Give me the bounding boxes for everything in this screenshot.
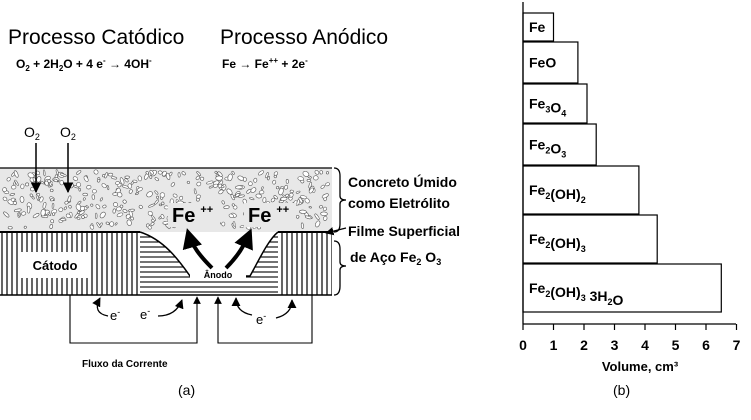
caption-b: (b) [613,382,630,398]
electron-label-1: e- [110,307,120,323]
film-label-line1: Filme Superficial [348,223,460,239]
volume-bar-chart: FeFeOFe3O4Fe2O3Fe2(OH)2Fe2(OH)3Fe2(OH)3 … [519,2,741,398]
electron-label-2: e- [140,306,150,322]
corrosion-diagram: Processo Catódico Processo Anódico O2 + … [0,26,460,398]
x-tick-label-4: 4 [641,337,649,353]
film-label-line2: de Aço Fe2 O3 [350,249,441,267]
chart-x-axis-label: Volume, cm³ [602,359,679,374]
x-tick-label-6: 6 [702,337,710,353]
current-flow-label: Fluxo da Corrente [82,359,168,370]
oxygen-label-2: O2 [60,124,76,142]
cathodic-process-title: Processo Catódico [8,26,184,49]
current-flow-circuit: Fluxo da Corrente [70,295,312,370]
layer-labels: Concreto Úmido como Eletrólito Filme Sup… [326,168,460,295]
electron-flow: e- e- e- [97,298,292,327]
electron-label-3: e- [256,311,266,327]
anodic-process-title: Processo Anódico [220,26,388,49]
concrete-label-line1: Concreto Úmido [348,173,457,190]
cathodic-equation: O2 + 2H2O + 4 e- → 4OH- [16,56,152,73]
anodic-equation: Fe → Fe++ + 2e- [222,56,308,71]
concrete-label-line2: como Eletrólito [348,195,450,211]
oxygen-label-1: O2 [24,124,40,142]
steel-reinforcement: Cátodo Ânodo [0,232,332,295]
anode-label: Ânodo [204,269,233,280]
x-tick-label-0: 0 [519,337,527,353]
cathode-label: Cátodo [33,258,78,273]
cathode-right-hatch [278,232,332,295]
x-tick-label-3: 3 [611,337,619,353]
x-tick-label-2: 2 [580,337,588,353]
x-tick-label-7: 7 [733,337,741,353]
bar-label-1: FeO [529,55,556,71]
x-tick-label-5: 5 [672,337,680,353]
caption-a: (a) [178,382,195,398]
x-tick-label-1: 1 [550,337,558,353]
bar-label-0: Fe [529,19,546,35]
